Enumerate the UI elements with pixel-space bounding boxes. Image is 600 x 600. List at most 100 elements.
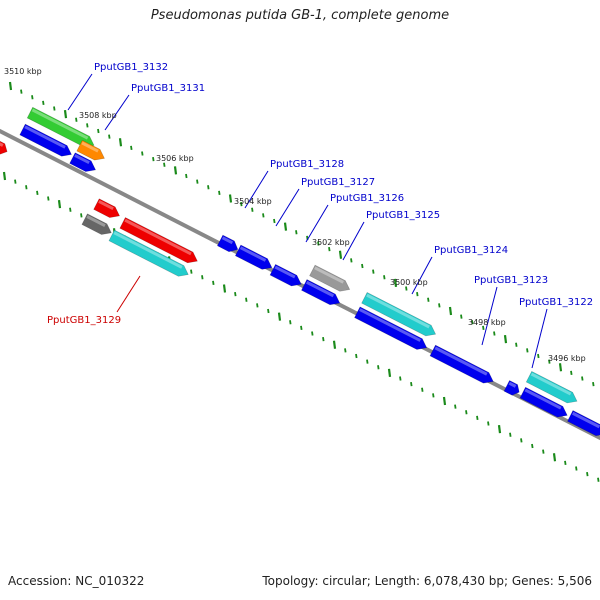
gene-label[interactable]: PputGB1_3128 <box>270 159 344 170</box>
inner-tick <box>25 185 28 190</box>
outer-tick <box>20 89 23 94</box>
inner-tick <box>289 320 292 325</box>
gene-label[interactable]: PputGB1_3129 <box>47 315 121 326</box>
gene-3122b[interactable] <box>519 386 570 420</box>
outer-tick <box>283 222 288 231</box>
gene-3122b-shine <box>524 388 562 410</box>
gene-3130-body[interactable] <box>69 152 99 176</box>
gene-3128[interactable] <box>234 244 274 273</box>
outer-tick <box>118 138 123 147</box>
gene-3124[interactable] <box>361 292 439 339</box>
label-leader-line <box>244 170 269 209</box>
gene-label[interactable]: PputGB1_3124 <box>434 245 508 256</box>
outer-tick <box>63 109 68 119</box>
outer-tick <box>338 250 343 259</box>
gene-3124b[interactable] <box>354 306 430 353</box>
gene-gray-a-body[interactable] <box>81 213 114 238</box>
inner-tick <box>454 404 457 409</box>
gene-3123-body[interactable] <box>429 344 496 387</box>
inner-tick <box>201 275 204 280</box>
gene-3121-body[interactable] <box>567 410 600 440</box>
gene-3125-shine <box>305 280 335 298</box>
gene-3130-shine <box>74 154 90 165</box>
inner-tick <box>586 471 589 477</box>
topology-text: Topology: circular; Length: 6,078,430 bp… <box>262 574 592 588</box>
gene-3133[interactable] <box>19 123 74 160</box>
gene-label[interactable]: PputGB1_3127 <box>301 177 375 188</box>
gene-label[interactable]: PputGB1_3123 <box>474 275 548 286</box>
gene-cyan-a-shine <box>113 231 183 269</box>
gene-3131[interactable] <box>76 139 107 163</box>
feature-track[interactable] <box>0 106 600 440</box>
gene-3126[interactable] <box>309 264 353 295</box>
gene-3122[interactable] <box>525 370 580 406</box>
gene-3128-body[interactable] <box>234 244 274 273</box>
gene-edge-shine <box>0 140 4 147</box>
outer-tick <box>350 258 353 263</box>
gene-edge-body[interactable] <box>0 138 10 157</box>
inner-tick <box>421 387 424 392</box>
label-leader-line <box>342 221 365 261</box>
gene-3129[interactable] <box>119 217 200 267</box>
inner-tick <box>476 415 479 420</box>
inner-tick <box>509 432 512 437</box>
gene-3129a-body[interactable] <box>93 198 123 222</box>
gene-3129a[interactable] <box>93 198 123 222</box>
inner-tick <box>277 312 282 321</box>
outer-tick <box>438 303 441 308</box>
outer-tick <box>262 213 265 218</box>
gene-3131-body[interactable] <box>76 139 107 163</box>
gene-3128a[interactable] <box>216 234 240 255</box>
inner-tick <box>57 199 62 209</box>
label-leader-line <box>411 256 433 295</box>
gene-3124-body[interactable] <box>361 292 439 339</box>
inner-tick <box>531 443 534 449</box>
gene-3126-shine <box>314 266 344 284</box>
gene-3127[interactable] <box>269 263 304 289</box>
gene-edge[interactable] <box>0 138 10 157</box>
gene-3130[interactable] <box>69 152 99 176</box>
label-leader-line <box>275 188 300 227</box>
gene-3129-body[interactable] <box>119 217 200 267</box>
outer-tick <box>328 246 331 252</box>
outer-tick <box>53 106 56 111</box>
inner-tick <box>432 393 435 398</box>
gene-label[interactable]: PputGB1_3125 <box>366 210 440 221</box>
gene-3123-shine <box>434 346 488 376</box>
inner-tick <box>311 331 314 336</box>
outer-tick <box>251 207 254 212</box>
gene-labels[interactable]: PputGB1_3132PputGB1_3131PputGB1_3128Pput… <box>47 62 593 326</box>
gene-3123[interactable] <box>429 344 496 387</box>
gene-label[interactable]: PputGB1_3131 <box>131 83 205 94</box>
inner-tick <box>597 477 600 482</box>
outer-tick-track <box>8 81 595 387</box>
gene-3123b-body[interactable] <box>503 380 522 397</box>
gene-label[interactable]: PputGB1_3132 <box>94 62 168 73</box>
kbp-label: 3504 kbp <box>234 197 272 206</box>
gene-3126-body[interactable] <box>309 264 353 295</box>
gene-3125-body[interactable] <box>301 279 342 309</box>
outer-tick <box>152 156 155 162</box>
gene-3122b-body[interactable] <box>519 386 570 420</box>
outer-tick <box>427 297 430 302</box>
gene-3124b-body[interactable] <box>354 306 430 353</box>
gene-3133-body[interactable] <box>19 123 74 160</box>
label-leader-line <box>67 73 93 111</box>
gene-3128a-body[interactable] <box>216 234 240 255</box>
gene-label[interactable]: PputGB1_3126 <box>330 193 404 204</box>
gene-cyan-a[interactable] <box>108 229 191 280</box>
gene-3121[interactable] <box>567 410 600 440</box>
gene-3123b[interactable] <box>503 380 522 397</box>
gene-3122-body[interactable] <box>525 370 580 406</box>
gene-gray-a[interactable] <box>81 213 114 238</box>
outer-tick <box>448 306 453 316</box>
outer-tick <box>416 291 419 297</box>
outer-tick <box>31 95 34 100</box>
gene-cyan-a-body[interactable] <box>108 229 191 280</box>
gene-3125[interactable] <box>301 279 342 309</box>
kbp-label: 3502 kbp <box>312 238 350 247</box>
gene-label[interactable]: PputGB1_3122 <box>519 297 593 308</box>
gene-3127-body[interactable] <box>269 263 304 289</box>
